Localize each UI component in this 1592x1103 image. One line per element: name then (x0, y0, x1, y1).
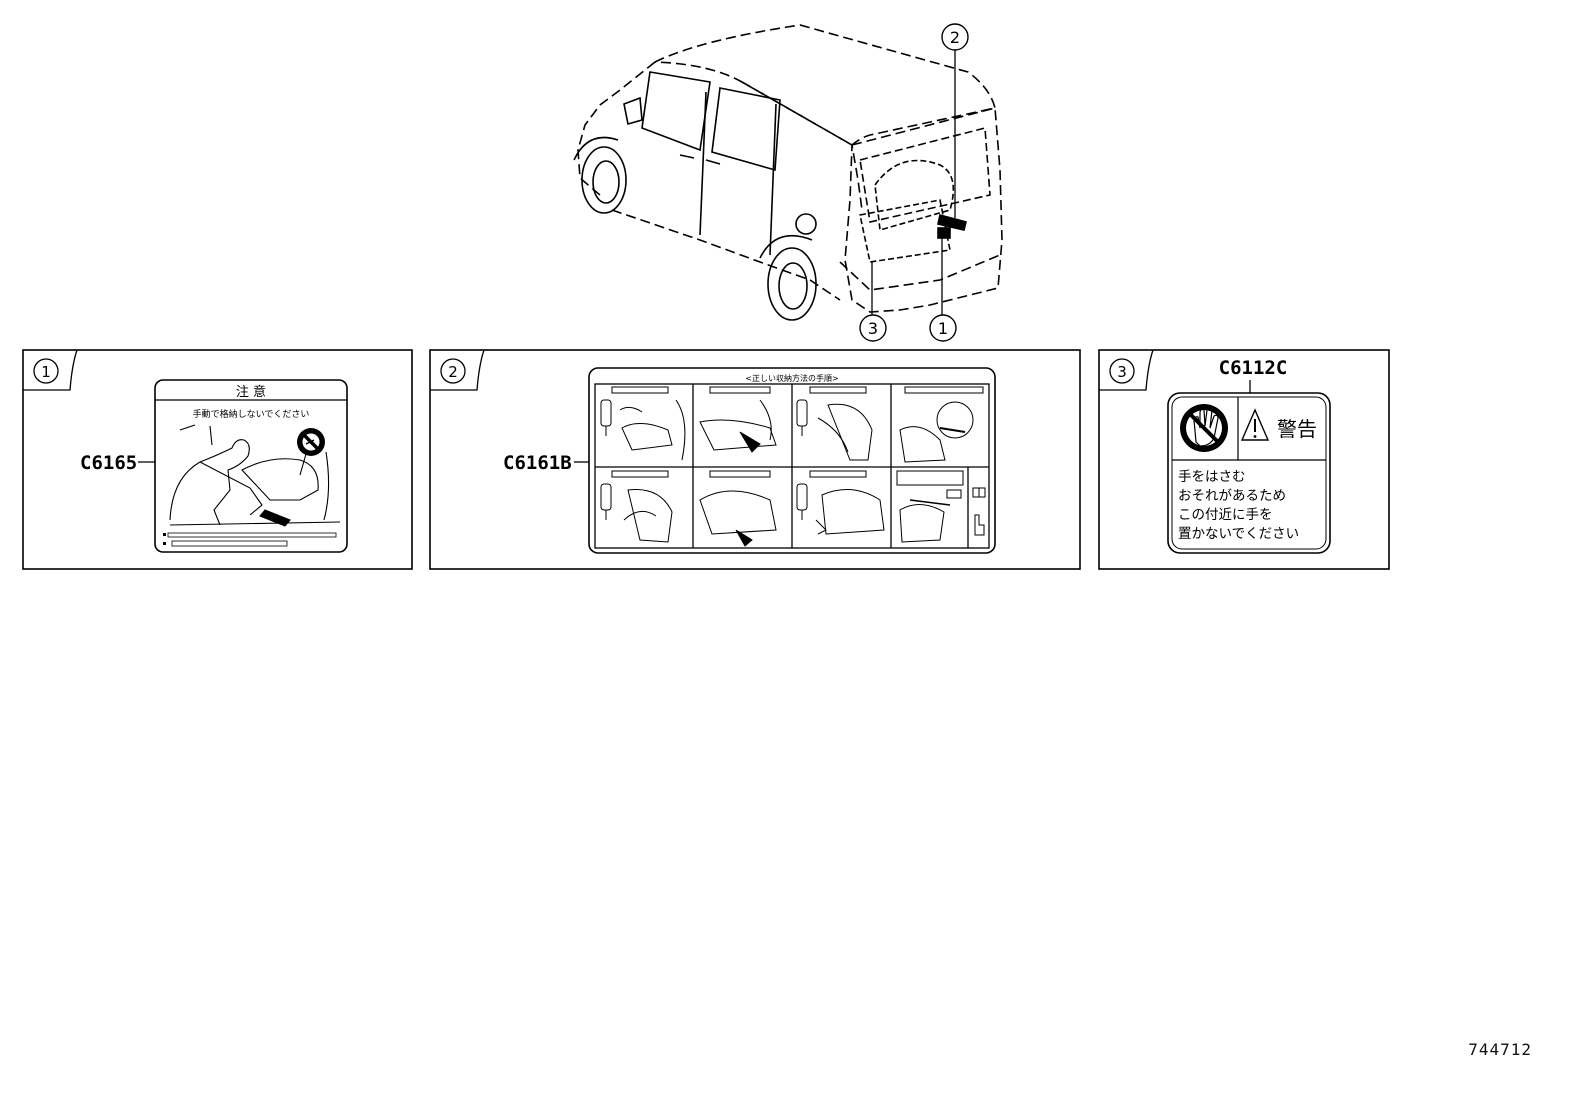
vehicle-rear-wheel-hub (778, 262, 808, 310)
leader-lines (871, 50, 956, 315)
label-c6112c: 警告 手をはさむ おそれがあるため この付近に手を 置かないでください (1167, 392, 1331, 554)
callout-3: 3 (859, 314, 887, 342)
vehicle-sill (611, 209, 841, 301)
callout-3-number: 3 (868, 319, 878, 338)
panel-1-part-code: C6165 (80, 452, 137, 474)
no-hand-icon (1180, 404, 1228, 452)
label-c6112c-line-2: おそれがあるため (1178, 488, 1286, 504)
callout-1-number: 1 (938, 319, 948, 338)
label-marker-1 (937, 227, 951, 239)
label-c6112c-line-3: この付近に手を (1178, 507, 1273, 523)
vehicle-door-handles (679, 154, 721, 165)
panel-3: 3 C6112C 警告 手をはさむ おそれがあるため (1098, 349, 1390, 570)
warning-triangle-icon (1240, 408, 1270, 441)
vehicle-illustration (573, 24, 1003, 321)
vehicle-front-window (641, 71, 711, 152)
vehicle-tailgate (844, 106, 1003, 313)
vehicle-rear-arch (759, 234, 813, 259)
panel-2: 2 C6161B <正しい収納方法の手順> (429, 349, 1081, 570)
panel-1: 1 C6165 注 意 手動で格納しないでください (22, 349, 413, 570)
vehicle-front-wheel (581, 146, 627, 214)
vehicle-mirror (623, 96, 643, 126)
label-marker-2 (937, 214, 967, 231)
label-c6112c-title: 警告 (1277, 417, 1317, 441)
vehicle-bumper (839, 254, 1001, 291)
vehicle-cargo-seats (859, 159, 955, 263)
vehicle-rear-wheel (767, 247, 817, 321)
callout-2: 2 (941, 23, 969, 51)
vehicle-side-upper (741, 81, 863, 211)
label-c6161b-steps (600, 386, 986, 547)
label-c6161b-header: <正しい収納方法の手順> (745, 373, 838, 383)
label-c6112c-line-4: 置かないでください (1178, 526, 1299, 542)
document-id: 744712 (1468, 1040, 1532, 1059)
vehicle-front-wheel-hub (592, 160, 620, 204)
label-c6165-title: 注 意 (236, 384, 266, 400)
vehicle-roof (654, 24, 996, 146)
vehicle-rear-window (711, 87, 781, 172)
label-c6165-text: 手動で格納しないでください (193, 408, 310, 420)
panel-2-part-code: C6161B (503, 452, 572, 474)
vehicle-sliding-door (699, 91, 777, 256)
vehicle-front-arch (573, 136, 619, 161)
vehicle-fuel-cap (795, 213, 817, 235)
label-c6165-illustration (169, 424, 341, 527)
prohibited-icon (297, 428, 325, 456)
panel-3-part-code: C6112C (1219, 357, 1288, 379)
panel-3-number: 3 (1117, 363, 1127, 381)
callout-2-number: 2 (950, 28, 960, 47)
panel-1-number: 1 (41, 363, 51, 381)
label-c6112c-line-1: 手をはさむ (1178, 469, 1246, 485)
label-c6161b: <正しい収納方法の手順> (588, 367, 996, 554)
callout-1: 1 (929, 314, 957, 342)
vehicle-front (577, 61, 656, 196)
label-c6165: 注 意 手動で格納しないでください (154, 379, 348, 553)
vehicle-rear-glass (859, 126, 991, 223)
panel-2-number: 2 (448, 363, 458, 381)
